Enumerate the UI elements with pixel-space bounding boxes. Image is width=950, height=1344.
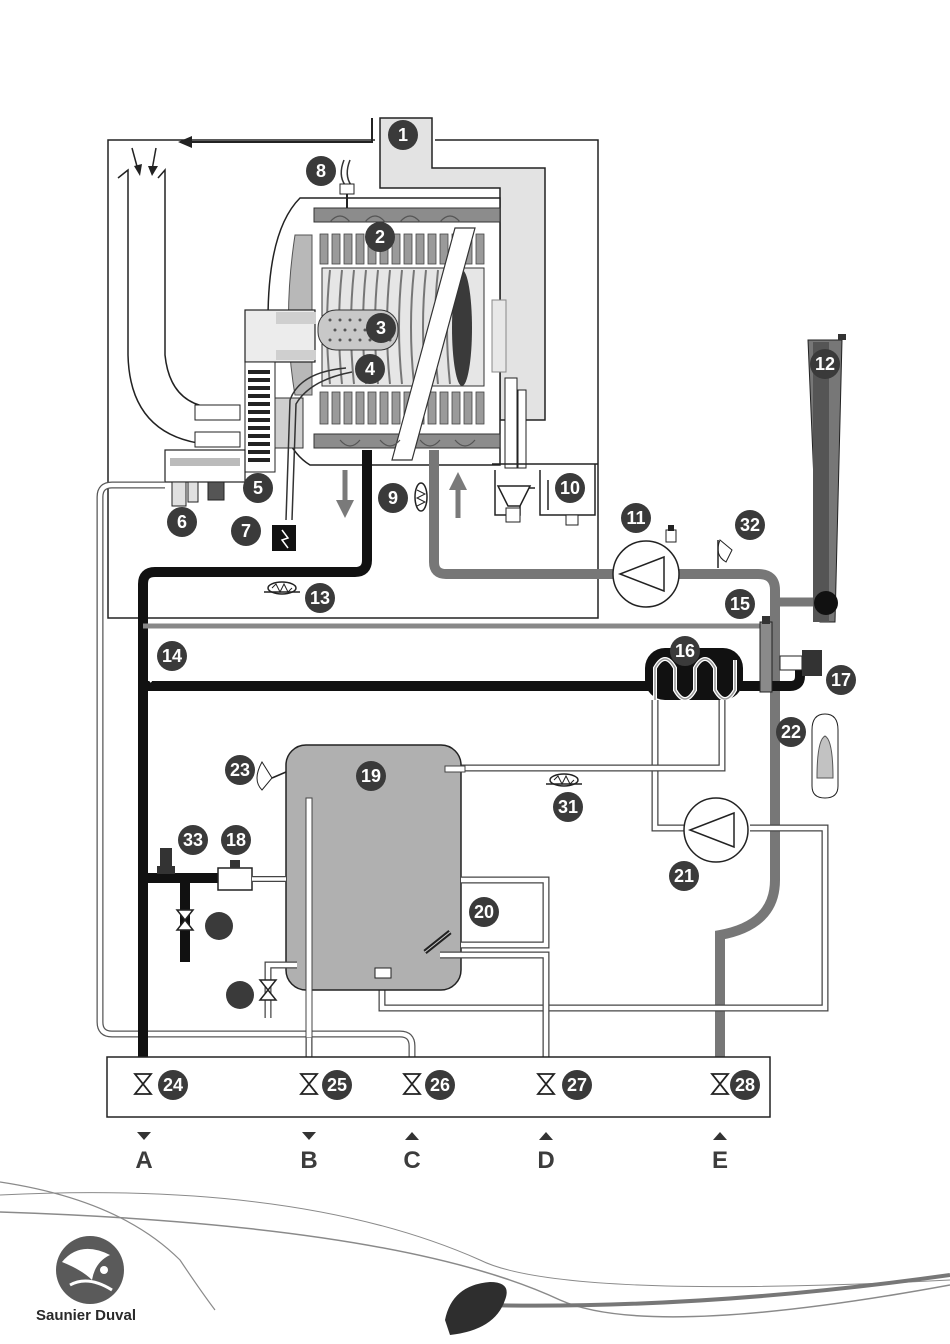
component-label-22: 22 — [776, 717, 806, 747]
component-label-1: 1 — [388, 120, 418, 150]
svg-text:9: 9 — [388, 488, 398, 508]
component-label-20: 20 — [469, 897, 499, 927]
component-label-19: 19 — [356, 761, 386, 791]
connection-letter-b: B — [300, 1147, 317, 1174]
component-label-13: 13 — [305, 583, 335, 613]
component-label-3: 3 — [366, 313, 396, 343]
sensor-9 — [415, 483, 427, 511]
svg-text:1: 1 — [398, 125, 408, 145]
component-label-7: 7 — [231, 516, 261, 546]
svg-text:4: 4 — [365, 359, 375, 379]
diverter-valve — [760, 616, 822, 692]
svg-text:27: 27 — [567, 1075, 587, 1095]
svg-text:20: 20 — [474, 902, 494, 922]
svg-text:32: 32 — [740, 515, 760, 535]
page-number-tab — [445, 1282, 507, 1335]
connection-letter-d: D — [537, 1147, 554, 1174]
air-intake-arrows — [132, 148, 158, 176]
svg-text:2: 2 — [375, 227, 385, 247]
svg-text:3: 3 — [376, 318, 386, 338]
component-label-21: 21 — [669, 861, 699, 891]
svg-text:7: 7 — [241, 521, 251, 541]
air-duct — [118, 170, 240, 445]
svg-text:12: 12 — [815, 354, 835, 374]
svg-text:31: 31 — [558, 797, 578, 817]
svg-text:17: 17 — [831, 670, 851, 690]
svg-text:25: 25 — [327, 1075, 347, 1095]
component-label-33: 33 — [178, 825, 208, 855]
svg-text:23: 23 — [230, 760, 250, 780]
component-label-18: 18 — [221, 825, 251, 855]
svg-text:18: 18 — [226, 830, 246, 850]
component-label-5: 5 — [243, 473, 273, 503]
filling-valve — [177, 910, 193, 930]
svg-text:33: 33 — [183, 830, 203, 850]
component-label-15: 15 — [725, 589, 755, 619]
svg-text:15: 15 — [730, 594, 750, 614]
sensor-13 — [264, 582, 300, 594]
svg-text:6: 6 — [177, 512, 187, 532]
component-label-9: 9 — [378, 483, 408, 513]
svg-text:16: 16 — [675, 641, 695, 661]
component-label-23: 23 — [225, 755, 255, 785]
connection-letters: A B C D E — [135, 1147, 728, 1174]
component-label-11: 11 — [621, 503, 651, 533]
pressure-sensor — [157, 848, 175, 874]
svg-text:28: 28 — [735, 1075, 755, 1095]
svg-text:21: 21 — [674, 866, 694, 886]
brand-name: Saunier Duval — [36, 1307, 136, 1324]
component-label-4: 4 — [355, 354, 385, 384]
component-label-27: 27 — [562, 1070, 592, 1100]
svg-text:14: 14 — [162, 646, 182, 666]
svg-text:11: 11 — [626, 508, 645, 528]
component-label-25: 25 — [322, 1070, 352, 1100]
component-label-31: 31 — [553, 792, 583, 822]
component-label-17: 17 — [826, 665, 856, 695]
solenoid-valve — [218, 860, 286, 890]
component-label-10: 10 — [555, 473, 585, 503]
connection-letter-a: A — [135, 1147, 152, 1174]
svg-text:19: 19 — [361, 766, 381, 786]
component-label-12: 12 — [810, 349, 840, 379]
svg-text:8: 8 — [316, 161, 326, 181]
component-label-24: 24 — [158, 1070, 188, 1100]
svg-text:22: 22 — [781, 722, 801, 742]
connection-letter-e: E — [712, 1147, 728, 1174]
component-label-6: 6 — [167, 507, 197, 537]
heating-pump — [613, 525, 679, 607]
component-label-16: 16 — [670, 636, 700, 666]
component-label-28: 28 — [730, 1070, 760, 1100]
sensor-31 — [546, 774, 582, 786]
component-label-2: 2 — [365, 222, 395, 252]
connection-letter-c: C — [403, 1147, 420, 1174]
component-label-26: 26 — [425, 1070, 455, 1100]
svg-text:26: 26 — [430, 1075, 450, 1095]
svg-text:5: 5 — [253, 478, 263, 498]
connection-arrows — [137, 1132, 727, 1140]
component-label-8: 8 — [306, 156, 336, 186]
component-label-32: 32 — [735, 510, 765, 540]
component-label-14: 14 — [157, 641, 187, 671]
svg-text:24: 24 — [163, 1075, 183, 1095]
svg-text:10: 10 — [560, 478, 580, 498]
dhw-pump — [684, 798, 748, 862]
safety-valve-23 — [257, 762, 286, 790]
dhw-expansion-vessel — [812, 714, 838, 798]
gas-valve — [165, 450, 245, 506]
brand-logo-icon — [56, 1236, 124, 1304]
safety-valve-32 — [718, 540, 732, 568]
svg-text:13: 13 — [310, 588, 330, 608]
tank-drain-valve — [260, 980, 276, 1000]
